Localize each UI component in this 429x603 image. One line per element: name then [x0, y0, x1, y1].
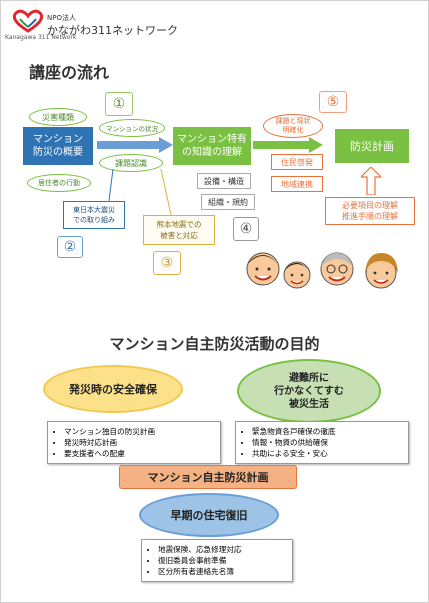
- number-3: ③: [153, 251, 181, 275]
- block-mansion-knowledge: マンション特有 の知識の理解: [173, 127, 251, 165]
- tag-resident-awareness: 住民啓発: [271, 154, 323, 170]
- arrow-right-icon: [253, 137, 323, 153]
- list-item: 共助による安全・安心: [252, 448, 402, 459]
- block-disaster-plan: 防災計画: [335, 129, 409, 163]
- callout-kumamoto: 熊本地震での 被害と対応: [143, 215, 215, 245]
- number-4: ④: [233, 217, 259, 241]
- list-safety: マンション独自の防災計画 発災時対応計画 要支援者への配慮: [47, 421, 221, 464]
- oval-mansion-status: マンションの状況: [99, 119, 165, 137]
- block-mansion-basics: マンション 防災の概要: [23, 127, 93, 165]
- callout-required-items: 必要項目の理解 推進手順の理解: [325, 197, 415, 225]
- arrow-up-icon: [361, 167, 381, 195]
- list-no-evac: 緊急物資各戸確保の徹底 情報・物資の供給確保 共助による安全・安心: [235, 421, 409, 464]
- arrow-right-icon: [97, 137, 173, 153]
- oval-issue-clarify: 課題と現状 明確化: [263, 114, 323, 138]
- tag-organization: 組織・規約: [201, 194, 255, 210]
- callout-great-east: 東日本大震災 での取り組み: [63, 201, 125, 229]
- oval-resident-actions: 居住者の行動: [27, 174, 91, 192]
- list-item: 復旧委員会事前準備: [158, 555, 286, 566]
- list-item: マンション独自の防災計画: [64, 426, 214, 437]
- list-item: 発災時対応計画: [64, 437, 214, 448]
- list-item: 情報・物資の供給確保: [252, 437, 402, 448]
- list-recovery: 地震保険、応急修理対応 復旧委員会事前準備 区分所有者連絡先名簿: [141, 539, 293, 582]
- number-2: ②: [57, 236, 83, 258]
- connector-lines: [108, 168, 172, 216]
- goal-no-evac: 避難所に 行かなくてすむ 被災生活: [237, 359, 381, 423]
- goal-recovery: 早期の住宅復旧: [139, 493, 279, 537]
- tag-equipment: 設備・構造: [197, 173, 251, 189]
- tag-community: 地域連携: [271, 176, 323, 192]
- section1-title: 講座の流れ: [29, 63, 110, 82]
- oval-disaster-types: 災害種類: [29, 108, 87, 126]
- number-5: ⑤: [319, 91, 347, 113]
- org-prefix: NPO法人: [47, 14, 76, 22]
- number-1: ①: [105, 92, 133, 116]
- list-item: 地震保険、応急修理対応: [158, 544, 286, 555]
- oval-issue-recognition: 課題認識: [99, 154, 163, 172]
- goal-safety: 発災時の安全確保: [43, 365, 183, 413]
- list-item: 要支援者への配慮: [64, 448, 214, 459]
- family-illustration-icon: [246, 252, 398, 289]
- list-item: 区分所有者連絡先名簿: [158, 566, 286, 577]
- center-plan-label: マンション自主防災計画: [119, 465, 297, 489]
- heart-logo-icon: [12, 9, 44, 33]
- section2-title: マンション自主防災活動の目的: [109, 335, 320, 353]
- list-item: 緊急物資各戸確保の徹底: [252, 426, 402, 437]
- logo-small-text: Kanagawa 311 Network: [5, 34, 77, 41]
- org-name: かながわ311ネットワーク: [47, 24, 178, 37]
